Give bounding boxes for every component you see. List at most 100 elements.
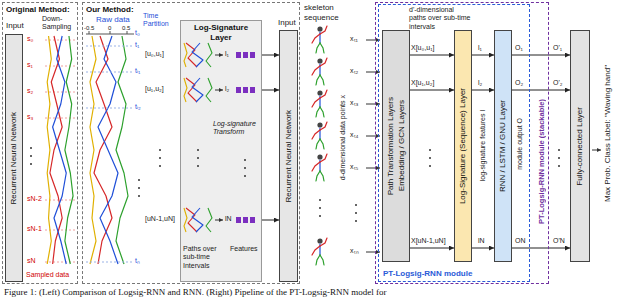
- process-label: Down-Sampling: [42, 15, 78, 32]
- module-frame: PT-Logsig-RNN module Path Transformation …: [378, 4, 530, 282]
- feature-label: l₂: [225, 85, 229, 93]
- data-point-label: xₜ₁: [350, 35, 358, 43]
- node-text: Recurrent Neural Network: [284, 110, 294, 202]
- node-text: Embedding / GCN Layers: [397, 100, 407, 191]
- column-header: module output O: [516, 118, 524, 170]
- node-text: PT-Logsig-RNN module (stackable): [537, 99, 546, 224]
- note-label: Features: [230, 245, 258, 253]
- skeleton-figure: [312, 58, 327, 85]
- layer-box: Log-Signature (Sequence) Layer: [454, 30, 472, 262]
- output-label: O₁: [515, 44, 523, 52]
- data-point-label: xₜ₄: [350, 131, 358, 139]
- connector-arrow: [262, 220, 279, 221]
- node-text: Recurrent Neural Network: [9, 112, 19, 204]
- rnn-box: Recurrent Neural Network: [279, 30, 298, 282]
- connector-arrow: [472, 55, 494, 56]
- connector-arrow: [512, 90, 570, 91]
- feature-label: l₁: [225, 50, 229, 58]
- connector-arrow: [410, 55, 454, 56]
- axis: [86, 31, 134, 34]
- output-label: O'N: [553, 237, 565, 245]
- text-holder: Log-Signature Layer: [181, 21, 261, 44]
- text-holder: Path Transformation LayersEmbedding / GC…: [383, 31, 409, 261]
- axis-label: 0: [108, 25, 111, 32]
- data-label: Raw data: [96, 15, 130, 25]
- output-label: O'₁: [553, 44, 562, 52]
- text-holder: PT-Logsig-RNN module: [383, 269, 472, 279]
- node-text: Original Method:: [6, 5, 74, 15]
- layer-box: Path Transformation LayersEmbedding / GC…: [382, 30, 410, 262]
- logsig-layer-box: Log-Signature Layer: [180, 20, 262, 282]
- node-text: PT-Logsig-RNN module: [383, 269, 472, 279]
- method-panel: Our Method: Log-Signature LayerRecurrent …: [82, 2, 300, 284]
- feature-label: l₁: [478, 44, 482, 52]
- skeleton-figure: [312, 154, 327, 181]
- connector-arrow: [472, 90, 494, 91]
- output-label: O₂: [515, 79, 523, 87]
- sample-label: s₀: [27, 35, 33, 43]
- text-holder: Recurrent Neural Network: [280, 31, 297, 281]
- text-holder: Our Method:: [83, 3, 299, 17]
- connector-arrow: [262, 90, 279, 91]
- input-label: Input: [278, 18, 296, 28]
- class-label: Max Prob. Class Label: "Waving hand": [603, 65, 613, 202]
- data-point-label: xₜ₃: [350, 99, 358, 107]
- feature-squares: [236, 52, 255, 58]
- connector-arrow: [410, 90, 454, 91]
- raw-curves: [90, 36, 128, 264]
- sample-label: s₁: [27, 61, 33, 69]
- sample-label: s₃: [27, 113, 33, 121]
- feature-squares: [236, 87, 255, 93]
- connector-arrow: [262, 55, 279, 56]
- transform-arrows: [215, 55, 223, 220]
- column-header: log-signature features l: [479, 110, 487, 181]
- path-label: X[uN-1,uN]: [411, 237, 446, 245]
- sample-label: sN-2: [27, 195, 42, 203]
- time-label: t₁: [135, 41, 139, 49]
- time-label: tᵢ₁: [135, 67, 140, 75]
- axis-label: -0.5: [84, 25, 94, 32]
- sampled-curves: [47, 36, 73, 264]
- process-label: Time Partition: [143, 12, 177, 29]
- layer-box: RNN / LSTM / GNU Layer: [494, 30, 512, 262]
- skeleton-figure: [312, 90, 327, 117]
- path-label: X[u₁,u₂]: [411, 79, 434, 87]
- column-header: skeleton sequence: [304, 3, 350, 22]
- time-label: tᵢ₂: [135, 103, 141, 111]
- column-header: d'-dimensional paths over sub-time inter…: [409, 6, 471, 31]
- node-text: RNN / LSTM / GNU Layer: [498, 100, 508, 192]
- data-point-label: xₜ₅: [350, 163, 358, 171]
- connector-arrow: [410, 248, 454, 249]
- skeleton-figure: [312, 122, 327, 149]
- text-holder: Log-Signature (Sequence) Layer: [455, 31, 471, 261]
- data-label: Sampled data: [26, 271, 69, 279]
- connector-arrow: [512, 55, 570, 56]
- path-segment: [184, 43, 212, 67]
- time-label: tₙ: [135, 257, 140, 265]
- node-text: Our Method:: [86, 5, 296, 15]
- path-segment: [184, 208, 212, 232]
- time-lines: [86, 46, 133, 262]
- feature-label: l₂: [478, 79, 482, 87]
- path-segment: [184, 78, 212, 102]
- axis-label: 0.5: [122, 25, 130, 32]
- path-label: X[u₀,u₁]: [411, 44, 435, 52]
- data-point-label: xₜ₂: [350, 67, 358, 75]
- output-label: ON: [515, 237, 526, 245]
- interval-label: [uN-1,uN]: [145, 215, 175, 223]
- skeleton-figure: [312, 238, 327, 265]
- output-label: O'₂: [553, 79, 563, 87]
- text-holder: PT-Logsig-RNN module (stackable): [537, 99, 546, 224]
- text-holder: Fully-connected Layer: [571, 31, 589, 261]
- input-label: Input: [6, 21, 24, 31]
- node-text: Log-Signature (Sequence) Layer: [458, 88, 468, 204]
- sample-label: sN: [27, 257, 36, 265]
- figure-caption: Figure 1: (Left) Comparison of Logsig-RN…: [4, 287, 386, 298]
- node-text: Log-Signature Layer: [184, 23, 258, 42]
- rnn-box: Recurrent Neural Network: [5, 34, 23, 282]
- connector-arrow: [472, 248, 494, 249]
- feature-label: lN: [225, 215, 232, 223]
- note-label: Paths over sub-time Intervals: [183, 245, 225, 270]
- method-panel: Original Method: Recurrent Neural Network: [2, 2, 78, 284]
- skeleton-figure: [312, 26, 327, 53]
